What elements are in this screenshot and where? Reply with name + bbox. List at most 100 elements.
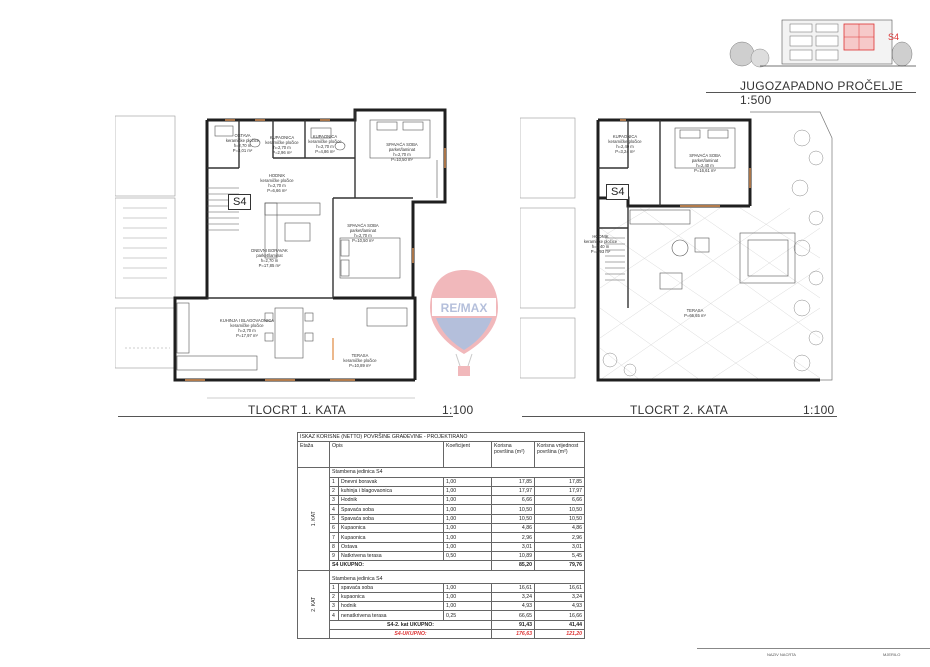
table-row: 2 kupaonica 1,00 3,24 3,24 — [298, 591, 586, 603]
room-label: HODNIK keramičke pločice h=2,40 m P=4,93… — [583, 234, 618, 254]
elevation-badge: S4 — [888, 32, 900, 42]
cell: 10,50 — [491, 513, 535, 525]
cell: 2,96 — [491, 532, 535, 543]
cell: 4,93 — [491, 601, 535, 612]
table-caption: ISKAZ KORISNE (NETTO) POVRŠINE GRAĐEVINE… — [296, 431, 586, 443]
cell: Hodnik — [338, 495, 444, 506]
cell: 1,00 — [443, 601, 492, 612]
table-row: 2. KAT Stambena jedinica S4 — [297, 569, 586, 639]
room-label: OSTAVA keramičke pločice h=2,70 m P=3,01… — [225, 133, 260, 153]
room-label: KUPAONICA keramičke pločice h=2,70 m P=2… — [265, 135, 299, 155]
cell: 1,00 — [443, 582, 492, 593]
cell: 17,97 — [491, 485, 535, 497]
cell: 4,86 — [491, 523, 535, 534]
total-area: 91,43 — [491, 619, 535, 631]
table-row: 6 Kupaonica 1,00 4,86 4,86 — [298, 523, 586, 534]
cell: 4 — [329, 610, 339, 621]
table-row: 4 Spavaća soba 1,00 10,50 10,50 — [298, 504, 586, 515]
floor-label: 2. KAT — [297, 570, 330, 639]
cell: hodnik — [338, 601, 444, 612]
floor-label: 1. KAT — [297, 467, 330, 571]
cell: 17,85 — [491, 476, 535, 487]
total-value: 79,76 — [533, 560, 586, 571]
cell: 3 — [329, 495, 339, 506]
table-row: 1. KAT Stambena jedinica S4 — [297, 467, 586, 571]
unit-badge: S4 — [606, 184, 630, 200]
cell: 5,45 — [533, 550, 586, 562]
cell: 4,93 — [533, 601, 586, 612]
total-label: S4 UKUPNO: — [329, 560, 492, 571]
cell: 1,00 — [443, 504, 492, 515]
header-cell: Koeficijent — [443, 441, 492, 469]
cell: 16,66 — [533, 610, 586, 621]
header-cell: Korisna vrijednost površina (m²) — [533, 441, 586, 469]
cell: 10,50 — [491, 504, 535, 515]
elevation-title: JUGOZAPADNO PROČELJE 1:500 — [740, 79, 904, 107]
cell: 66,65 — [491, 610, 535, 621]
cell: 1,00 — [443, 495, 492, 506]
cell: 1,00 — [443, 485, 492, 497]
cell: 3,24 — [491, 591, 535, 603]
unit-name: Stambena jedinica S4 — [328, 467, 586, 478]
remax-watermark: RE/MAX — [428, 268, 500, 380]
table-row: 3 hodnik 1,00 4,93 4,93 — [298, 601, 586, 612]
cell: 17,85 — [533, 476, 586, 487]
cell: 6,66 — [533, 495, 586, 506]
table-row: 1 Dnevni boravak 1,00 17,85 17,85 — [298, 476, 586, 487]
cell: 4,86 — [533, 523, 586, 534]
cell: Dnevni boravak — [338, 476, 444, 487]
room-label: TERASA P=66,65 m² — [684, 308, 706, 318]
cell: 1,00 — [443, 591, 492, 603]
room-label: TERASA keramičke pločice P=10,89 m² — [343, 353, 377, 368]
table-row: 1 spavaća soba 1,00 16,61 16,61 — [298, 582, 586, 593]
plan1-scale: 1:100 — [442, 403, 474, 417]
cell: 10,89 — [491, 550, 535, 562]
cell: 1,00 — [443, 541, 492, 552]
header-cell: Opis — [329, 441, 444, 469]
elevation-drawing: S4 — [720, 10, 916, 76]
table-row: 2 kuhinja i blagovaonica 1,00 17,97 17,9… — [298, 485, 586, 497]
plan2-title: TLOCRT 2. KATA — [630, 403, 729, 417]
unit-badge: S4 — [228, 194, 252, 210]
plan1-title-underline — [118, 416, 453, 417]
floor-plan-2: KUPAONICA keramičke pločice h=2,40 m P=3… — [519, 98, 840, 410]
cell: 0,25 — [443, 610, 492, 621]
cell: 10,50 — [533, 513, 586, 525]
room-label: DNEVNI BORAVAK parket/laminat h=2,70 m P… — [251, 248, 288, 268]
table-row: 7 Kupaonica 1,00 2,96 2,96 — [298, 532, 586, 543]
grand-total-label: S4-UKUPNO: — [329, 629, 492, 640]
cell: 1,00 — [443, 476, 492, 487]
room-label: SPAVAĆA SOBA parket/laminat h=2,70 m P=1… — [347, 223, 379, 243]
cell: 2,96 — [533, 532, 586, 543]
unit-name: Stambena jedinica S4 — [328, 569, 586, 584]
cell: 2 — [329, 591, 339, 603]
cell: Ostava — [338, 541, 444, 552]
title-block-right: MJERILO — [883, 652, 901, 657]
cell: 6,66 — [491, 495, 535, 506]
cell: Kupaonica — [338, 523, 444, 534]
cell: 1 — [329, 476, 339, 487]
header-cell: Etaža — [297, 441, 330, 469]
cell: Kupaonica — [338, 532, 444, 543]
table-total-row: S4 UKUPNO: 85,20 79,76 — [298, 560, 586, 571]
table-header-row: Etaža Opis Koeficijent Korisna površina … — [297, 441, 586, 469]
room-label: KUHINJA I BLAGOVAONICA keramičke pločice… — [219, 318, 275, 338]
cell: 9 — [329, 550, 339, 562]
grand-total-value: 121,20 — [533, 629, 586, 640]
room-label: HODNIK keramičke pločice h=2,70 m P=6,66… — [260, 173, 294, 193]
grand-total-area: 176,63 — [491, 629, 535, 640]
cell: 17,97 — [533, 485, 586, 497]
cell: kuhinja i blagovaonica — [338, 485, 444, 497]
header-cell: Korisna površina (m²) — [491, 441, 535, 469]
cell: 1 — [329, 582, 339, 593]
cell: 0,50 — [443, 550, 492, 562]
cell: 1,00 — [443, 532, 492, 543]
cell: 10,50 — [533, 504, 586, 515]
table-row: 5 Spavaća soba 1,00 10,50 10,50 — [298, 513, 586, 525]
cell: 5 — [329, 513, 339, 525]
cell: Natkrivena terasa — [338, 550, 444, 562]
cell: spavaća soba — [338, 582, 444, 593]
balloon-icon — [430, 270, 498, 376]
cell: 6 — [329, 523, 339, 534]
plan2-scale: 1:100 — [803, 403, 835, 417]
